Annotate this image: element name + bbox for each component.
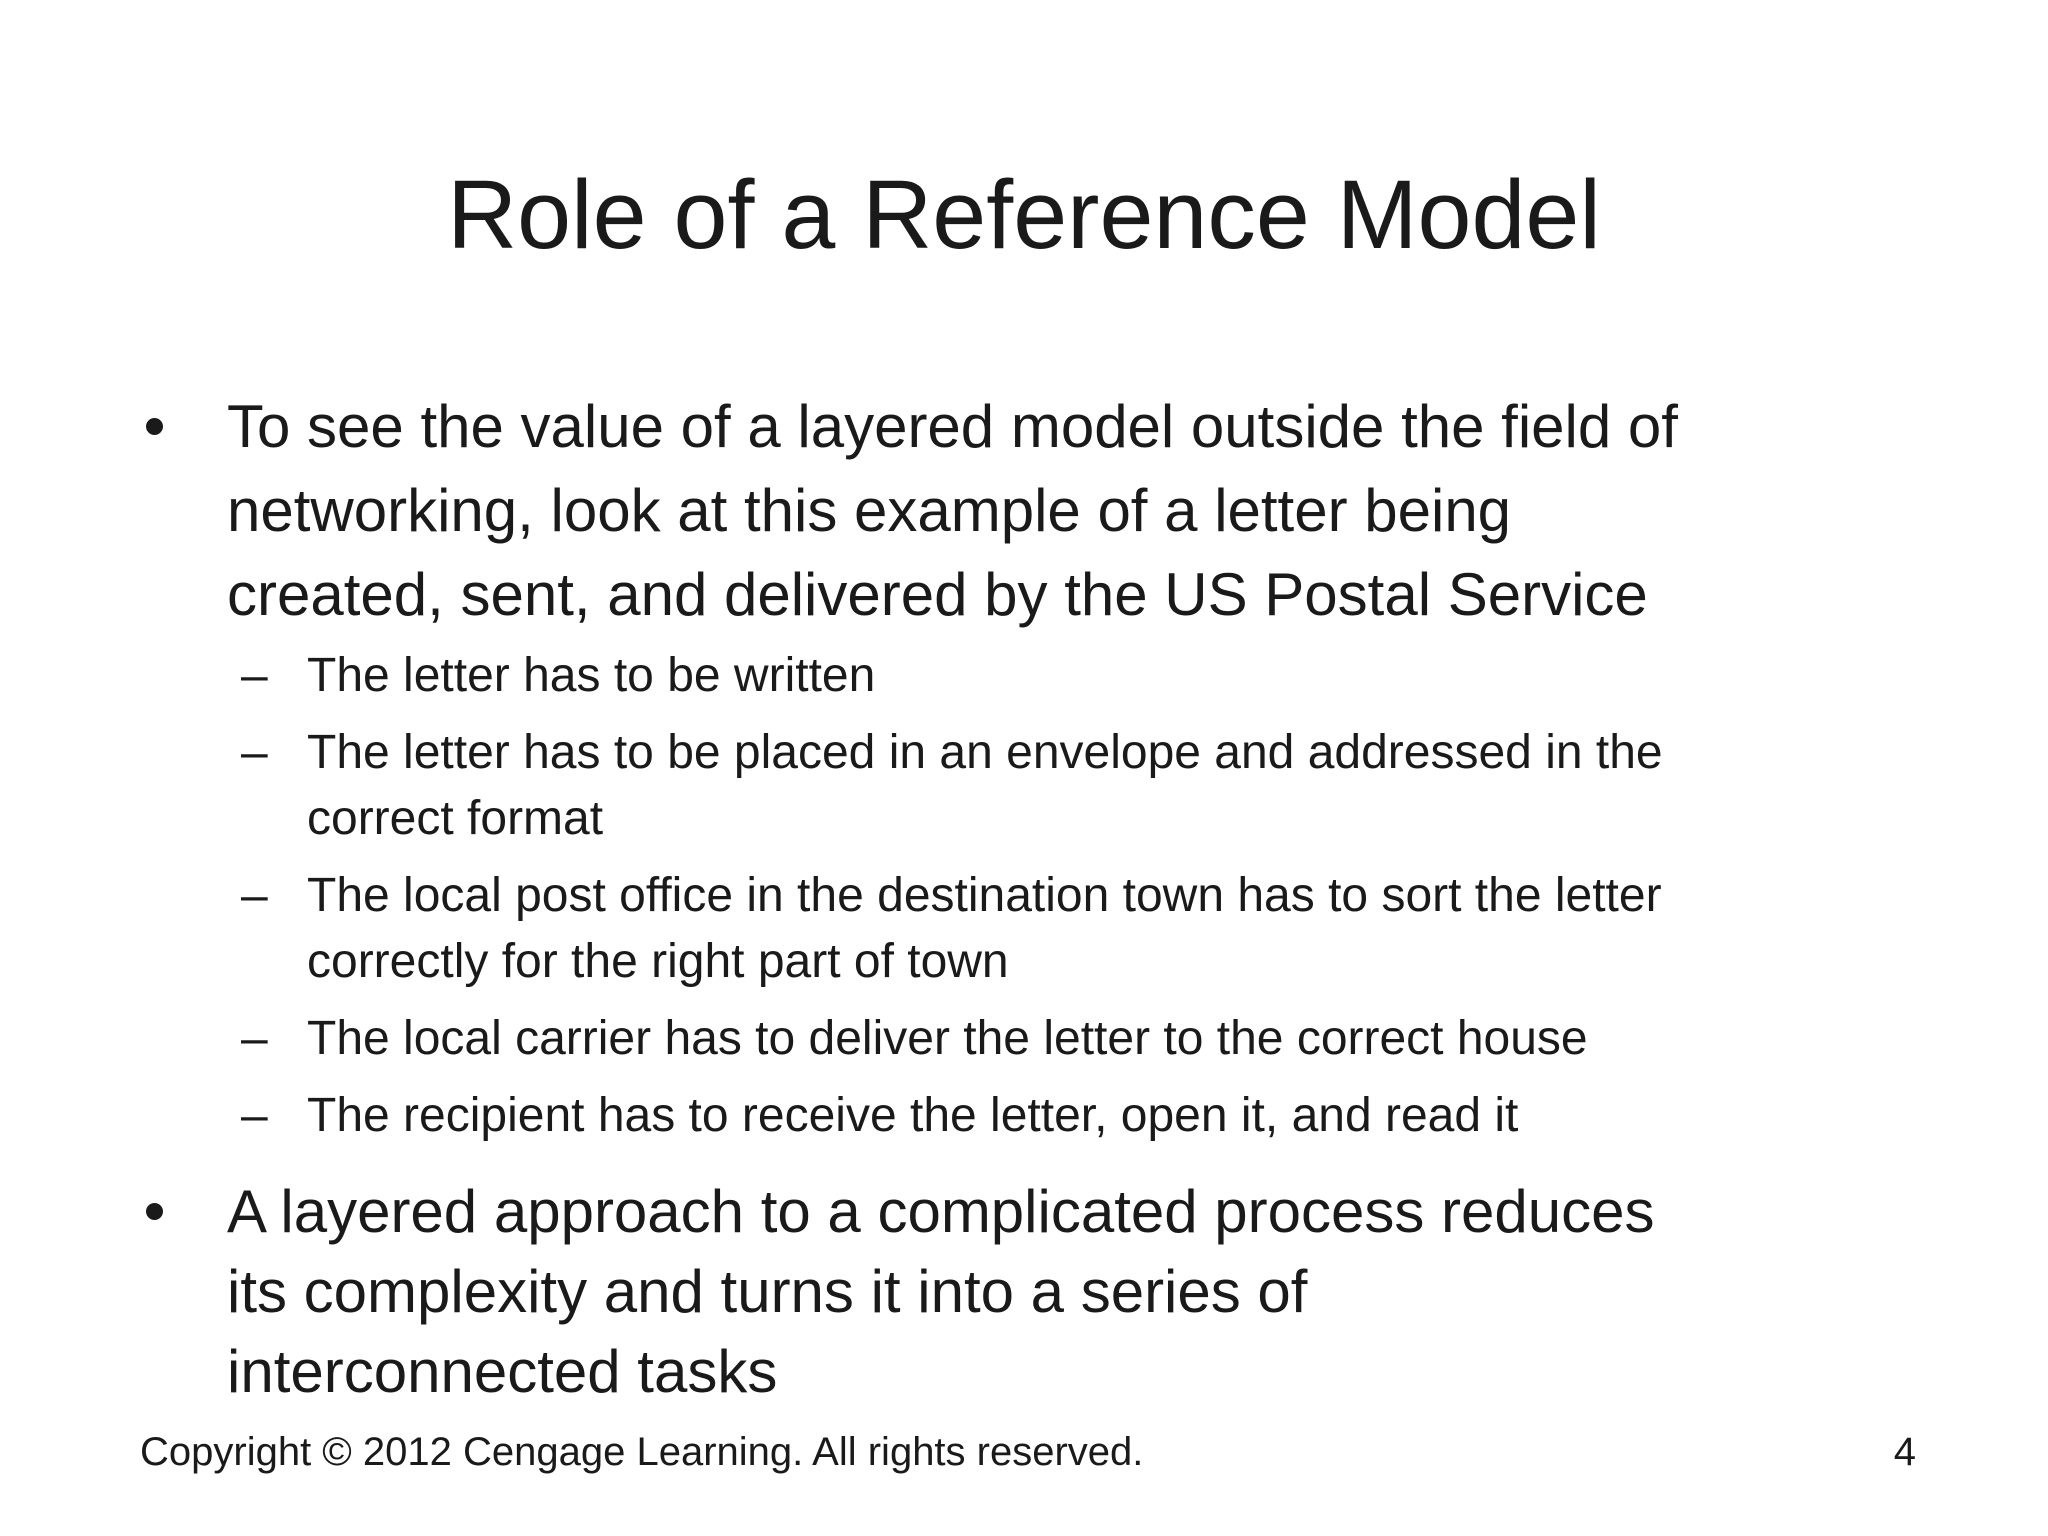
dash-icon: – <box>241 649 268 702</box>
bullet-text: A layered approach to a complicated proc… <box>227 1178 1655 1405</box>
bullet-text: To see the value of a layered model outs… <box>227 393 1678 628</box>
sub-bullet-item: – The local post office in the destinati… <box>0 863 2048 995</box>
dash-icon: – <box>241 726 268 779</box>
sub-bullet-text: The letter has to be written <box>307 649 876 702</box>
dash-icon: – <box>241 869 268 922</box>
bullet-item: To see the value of a layered model outs… <box>0 385 2048 637</box>
bullet-item: A layered approach to a complicated proc… <box>0 1172 2048 1412</box>
sub-bullet-item: – The recipient has to receive the lette… <box>0 1083 2048 1149</box>
page-number: 4 <box>1893 1430 1916 1474</box>
sub-bullet-item: – The letter has to be written <box>0 643 2048 709</box>
sub-bullet-item: – The local carrier has to deliver the l… <box>0 1006 2048 1072</box>
sub-bullet-item: – The letter has to be placed in an enve… <box>0 720 2048 852</box>
footer-copyright: Copyright © 2012 Cengage Learning. All r… <box>140 1430 1144 1474</box>
dash-icon: – <box>241 1012 268 1065</box>
sub-bullet-text: The recipient has to receive the letter,… <box>307 1089 1519 1142</box>
sub-bullet-text: The local carrier has to deliver the let… <box>307 1012 1588 1065</box>
bullet-icon <box>146 418 163 435</box>
sub-bullet-text: The letter has to be placed in an envelo… <box>307 726 1663 845</box>
sub-bullet-text: The local post office in the destination… <box>307 869 1662 988</box>
bullet-icon <box>146 1203 163 1220</box>
page-title: Role of a Reference Model <box>447 160 1601 269</box>
dash-icon: – <box>241 1089 268 1142</box>
